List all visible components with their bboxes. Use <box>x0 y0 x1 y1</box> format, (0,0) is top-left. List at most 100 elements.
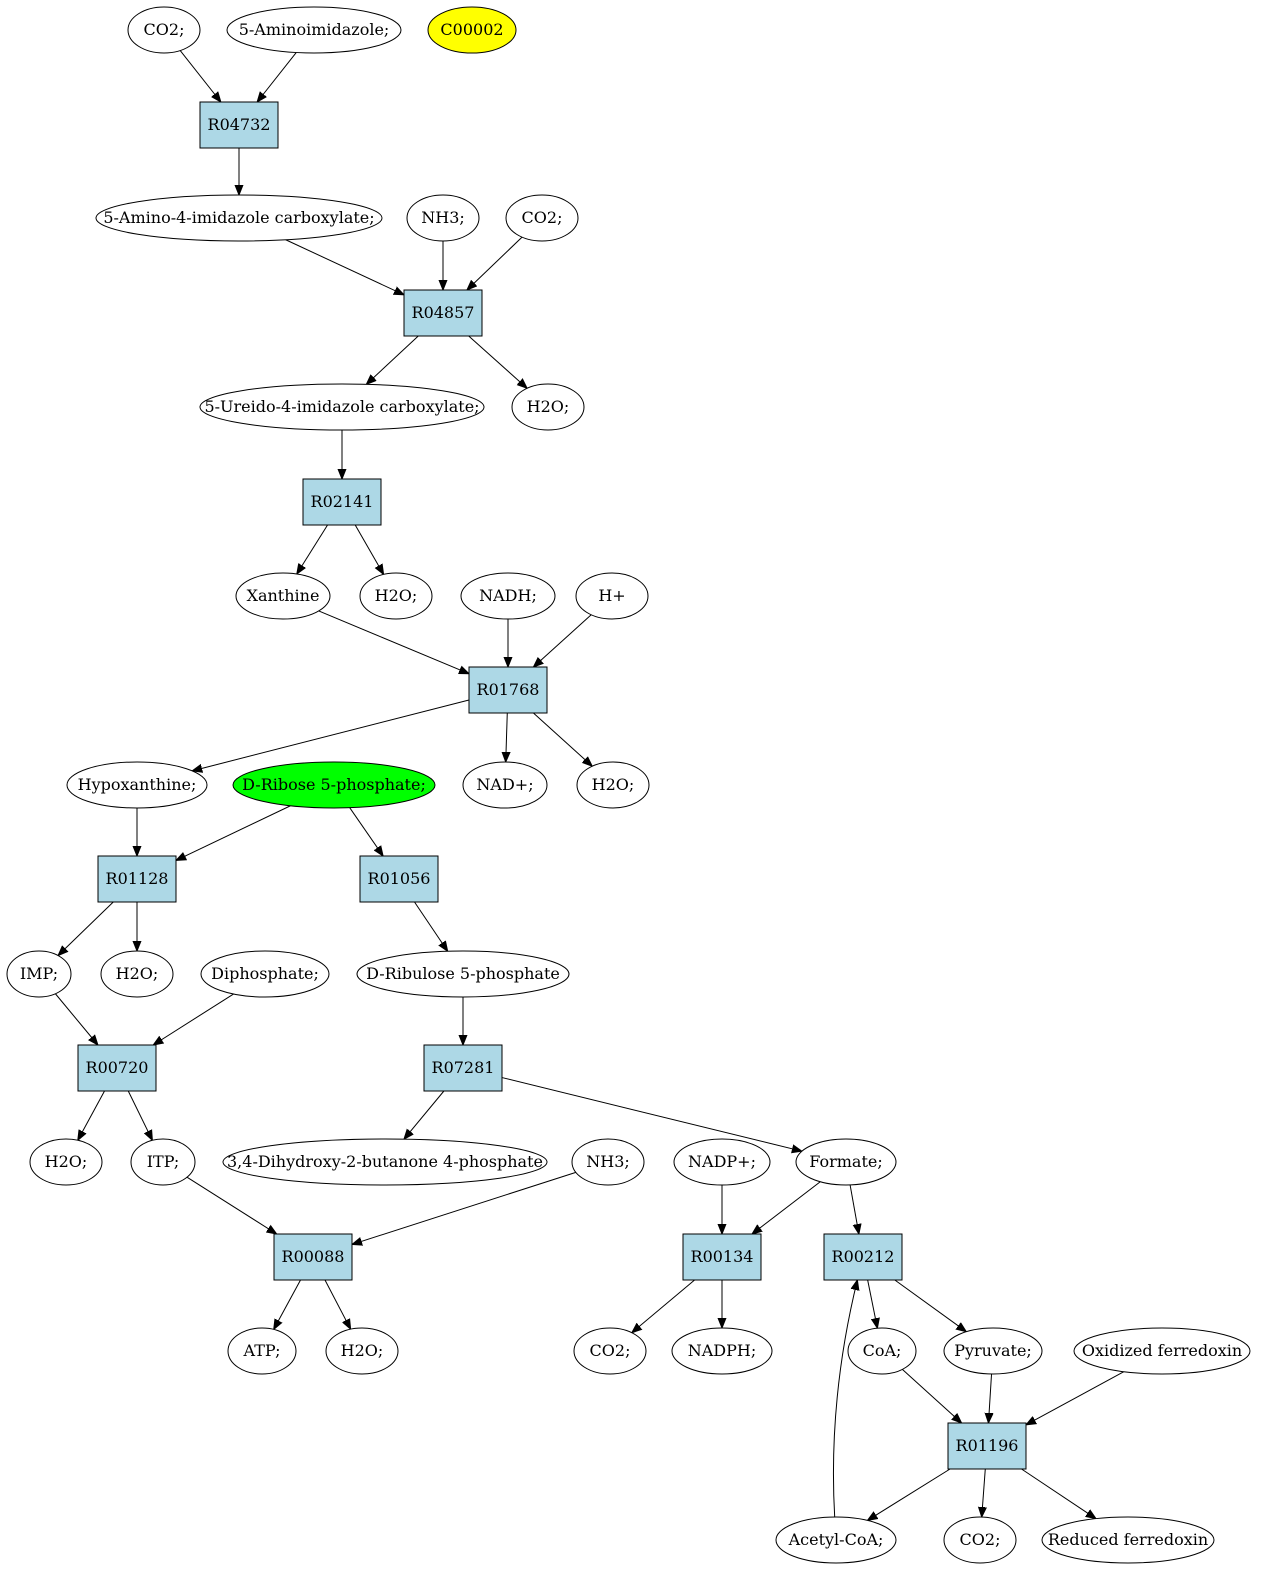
compound-ellipse <box>200 950 330 998</box>
compound-nad-node[interactable]: NAD+; <box>462 761 548 809</box>
reaction-r01768-node[interactable]: R01768 <box>468 666 548 714</box>
compound-h2o-label: H2O; <box>375 586 418 605</box>
compound-5-amino-4-imidazole-carboxylate-node[interactable]: 5-Amino-4-imidazole carboxylate; <box>95 194 383 242</box>
reaction-r00212-node[interactable]: R00212 <box>823 1233 903 1281</box>
compound-oxidized-ferredoxin-node[interactable]: Oxidized ferredoxin <box>1073 1327 1251 1375</box>
edge-5-aminoimidazole-to-r04732 <box>257 52 297 102</box>
edge-r07281-to-3-4-dihydroxy-2-butanone-4-phosphate <box>404 1090 445 1139</box>
compound-5-aminoimidazole-node[interactable]: 5-Aminoimidazole; <box>226 6 402 54</box>
compound-co2-node[interactable]: CO2; <box>127 6 201 54</box>
edge-formate-to-r00212 <box>849 1184 859 1234</box>
edge-r00134-to-co2 <box>632 1279 695 1333</box>
compound-h2o-node[interactable]: H2O; <box>29 1138 103 1186</box>
reaction-box <box>199 101 279 149</box>
reaction-r01056-label: R01056 <box>368 869 431 888</box>
compound-nh3-label: NH3; <box>586 1152 630 1171</box>
reaction-box <box>359 855 439 903</box>
compound-imp-node[interactable]: IMP; <box>6 950 72 998</box>
compound-d-ribose-5-phosphate-node[interactable]: D-Ribose 5-phosphate; <box>232 761 436 809</box>
reaction-r07281-node[interactable]: R07281 <box>423 1044 503 1092</box>
compound-ellipse <box>943 1327 1043 1375</box>
edge-formate-to-r00134 <box>752 1181 821 1234</box>
compound-ellipse <box>232 761 436 809</box>
reaction-box <box>682 1233 762 1281</box>
compound-ellipse <box>943 1516 1017 1564</box>
reaction-box <box>947 1422 1027 1470</box>
compound-h2o-node[interactable]: H2O; <box>576 761 650 809</box>
edge-imp-to-r00720 <box>55 993 98 1045</box>
compound-itp-label: ITP; <box>147 1152 180 1171</box>
compound-ellipse <box>29 1138 103 1186</box>
compound-d-ribose-5-phosphate-label: D-Ribose 5-phosphate; <box>242 775 426 794</box>
compound-co2-node[interactable]: CO2; <box>505 194 579 242</box>
compound-ellipse <box>576 761 650 809</box>
compound-xanthine-node[interactable]: Xanthine <box>235 572 331 620</box>
compound-h2o-node[interactable]: H2O; <box>359 572 433 620</box>
compound-ellipse <box>575 572 649 620</box>
compound-coa-node[interactable]: CoA; <box>847 1327 917 1375</box>
edge-r02141-to-xanthine <box>297 524 328 574</box>
compound-diphosphate-node[interactable]: Diphosphate; <box>200 950 330 998</box>
edge-xanthine-to-r01768 <box>318 610 469 674</box>
compound-3-4-dihydroxy-2-butanone-4-phosphate-node[interactable]: 3,4-Dihydroxy-2-butanone 4-phosphate <box>222 1138 548 1186</box>
edge-pyruvate-to-r01196 <box>988 1373 991 1423</box>
reaction-r00720-node[interactable]: R00720 <box>77 1044 157 1092</box>
compound-ellipse <box>130 1138 196 1186</box>
compound-h-node[interactable]: H+ <box>575 572 649 620</box>
compound-itp-node[interactable]: ITP; <box>130 1138 196 1186</box>
compound-nadh-node[interactable]: NADH; <box>460 572 556 620</box>
reaction-r02141-node[interactable]: R02141 <box>302 478 382 526</box>
compound-atp-node[interactable]: ATP; <box>227 1327 297 1375</box>
compound-co2-node[interactable]: CO2; <box>943 1516 1017 1564</box>
compound-ellipse <box>95 194 383 242</box>
compound-ellipse <box>356 950 570 998</box>
compound-h2o-node[interactable]: H2O; <box>325 1327 399 1375</box>
compound-ellipse <box>573 1327 647 1375</box>
compound-nadph-node[interactable]: NADPH; <box>671 1327 773 1375</box>
compound-h2o-node[interactable]: H2O; <box>511 383 585 431</box>
compound-d-ribulose-5-phosphate-node[interactable]: D-Ribulose 5-phosphate <box>356 950 570 998</box>
edge-h-to-r01768 <box>533 614 592 667</box>
compound-imp-label: IMP; <box>20 964 58 983</box>
compound-acetyl-coa-node[interactable]: Acetyl-CoA; <box>775 1516 897 1564</box>
compound-pyruvate-node[interactable]: Pyruvate; <box>943 1327 1043 1375</box>
compound-reduced-ferredoxin-node[interactable]: Reduced ferredoxin <box>1041 1516 1215 1564</box>
reaction-r04732-node[interactable]: R04732 <box>199 101 279 149</box>
edge-diphosphate-to-r00720 <box>153 993 234 1045</box>
reaction-r01196-node[interactable]: R01196 <box>947 1422 1027 1470</box>
compound-c00002-node[interactable]: C00002 <box>427 6 517 54</box>
compound-diphosphate-label: Diphosphate; <box>211 964 319 983</box>
compound-nadp-node[interactable]: NADP+; <box>673 1138 771 1186</box>
compound-hypoxanthine-node[interactable]: Hypoxanthine; <box>66 761 208 809</box>
compound-ellipse <box>795 1138 897 1186</box>
reaction-box <box>823 1233 903 1281</box>
reaction-r04857-node[interactable]: R04857 <box>403 289 483 337</box>
reaction-r04857-label: R04857 <box>412 303 475 322</box>
edge-acetyl-coa-to-r00212 <box>832 1280 857 1518</box>
compound-h2o-node[interactable]: H2O; <box>100 950 174 998</box>
compound-h2o-label: H2O; <box>341 1341 384 1360</box>
reaction-r00088-node[interactable]: R00088 <box>273 1233 353 1281</box>
compound-ellipse <box>673 1138 771 1186</box>
compound-co2-node[interactable]: CO2; <box>573 1327 647 1375</box>
compound-h2o-label: H2O; <box>116 964 159 983</box>
compound-formate-node[interactable]: Formate; <box>795 1138 897 1186</box>
edge-r00720-to-itp <box>127 1090 152 1140</box>
reaction-r00134-node[interactable]: R00134 <box>682 1233 762 1281</box>
reaction-r01056-node[interactable]: R01056 <box>359 855 439 903</box>
edge-d-ribose-5-phosphate-to-r01128 <box>176 805 291 861</box>
reaction-r04732-label: R04732 <box>208 115 271 134</box>
compound-nh3-node[interactable]: NH3; <box>406 194 480 242</box>
edge-r00088-to-atp <box>274 1279 301 1329</box>
compound-nh3-node[interactable]: NH3; <box>571 1138 645 1186</box>
compound-ellipse <box>1041 1516 1215 1564</box>
edge-r01768-to-nad <box>506 712 508 762</box>
reaction-r02141-label: R02141 <box>311 492 374 511</box>
compound-5-amino-4-imidazole-carboxylate-label: 5-Amino-4-imidazole carboxylate; <box>103 208 374 227</box>
compound-h2o-label: H2O; <box>45 1152 88 1171</box>
compound-co2-label: CO2; <box>590 1341 631 1360</box>
edge-r07281-to-formate <box>501 1077 802 1152</box>
compound-5-ureido-4-imidazole-carboxylate-node[interactable]: 5-Ureido-4-imidazole carboxylate; <box>199 383 485 431</box>
reaction-r01128-node[interactable]: R01128 <box>97 855 177 903</box>
